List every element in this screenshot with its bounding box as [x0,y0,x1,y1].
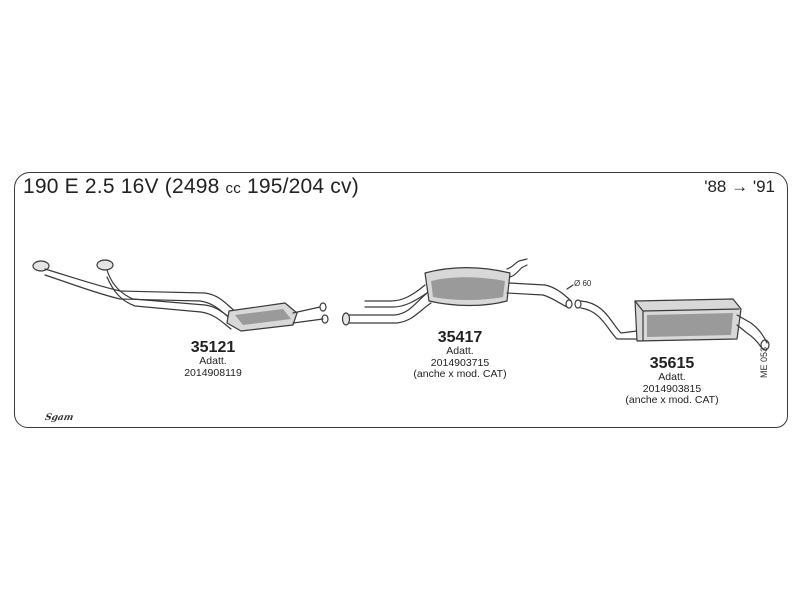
vehicle-title: 190 E 2.5 16V (2498 cc 195/204 cv) [23,175,359,199]
part-label-rear-silencer: 35615 Adatt. 2014903815 (anche x mod. CA… [607,355,737,407]
centre-rear-pipe-upper [508,282,572,302]
centre-pipe-upper [348,292,428,316]
pipe-diameter-label: Ø 60 [574,279,592,288]
centre-pipe-branch-2 [364,292,428,308]
centre-hanger-lower [509,264,528,278]
part-label-front-pipe: 35121 Adatt. 2014908119 [153,339,273,379]
model-name: 190 E 2.5 16V [23,175,159,198]
part-label-centre-silencer: 35417 Adatt. 2014903715 (anche x mod. CA… [400,329,520,381]
engine-spec-rest: 195/204 cv) [240,175,359,198]
part-oem-code: 2014903815 [642,382,702,395]
centre-hanger-upper [506,258,528,270]
rear-inlet-pipe-lower [580,307,638,340]
exhaust-drawing [32,258,770,351]
catalyst-shade [235,309,291,325]
rear-silencer-assembly [574,298,770,351]
part-oem-code: 2014908119 [184,366,242,379]
part-remark: (anche x mod. CAT) [625,394,719,406]
diameter-leader [566,284,574,290]
catalog-code: ME 053 [759,346,769,378]
brand-logo: Sgam [43,413,75,423]
part-number: 35417 [437,329,483,346]
manifold-flange-right [96,259,114,271]
centre-silencer-assembly [341,258,574,326]
part-note: Adatt. [199,355,227,367]
front-pipe-assembly [32,259,329,332]
outlet-end-2 [321,314,329,324]
centre-inlet-flange [341,312,351,326]
front-pipe-lower [44,274,234,322]
part-oem-code: 2014903715 [430,356,490,369]
part-number: 35121 [190,339,236,356]
centre-pipe-lower [348,302,432,324]
centre-pipe-branch [364,284,426,302]
outlet-end-1 [319,302,327,312]
part-remark: (anche x mod. CAT) [413,368,507,380]
rear-muffler-shade [647,313,733,337]
engine-spec-open: (2498 [164,175,226,198]
part-note: Adatt. [446,345,474,357]
part-number: 35615 [649,355,695,372]
centre-outlet-end [565,299,573,309]
centre-rear-pipe-lower [506,292,568,308]
tailpipe-end [760,339,770,351]
tailpipe-lower [736,324,762,348]
rear-muffler-edges [634,300,740,342]
year-range: '88 → '91 [704,177,775,196]
diagram-panel: 190 E 2.5 16V (2498 cc 195/204 cv) '88 →… [14,172,788,428]
engine-cc-unit: cc [225,180,241,197]
part-note: Adatt. [658,371,686,383]
rear-inlet-pipe-upper [580,300,638,334]
catalyst-outlet-pipes [292,306,324,324]
rear-inlet-end [574,299,582,309]
centre-muffler-shade [431,277,505,300]
front-pipe-branch-lower [106,276,232,330]
